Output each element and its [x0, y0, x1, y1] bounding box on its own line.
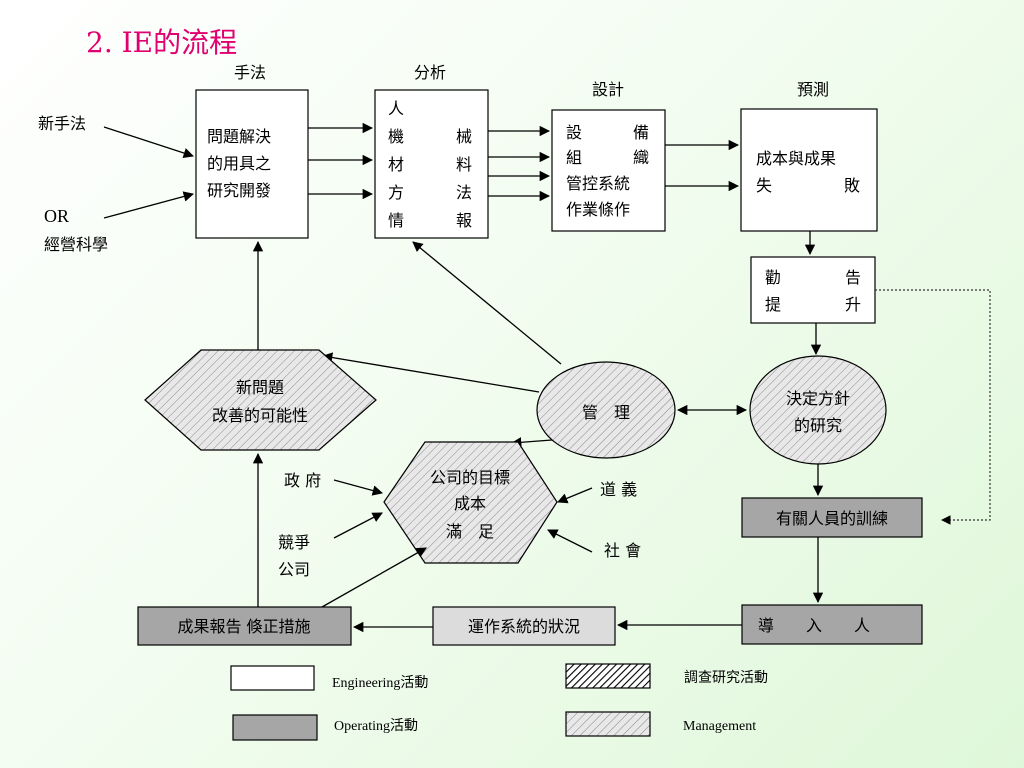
advise-line-1-left: 勸	[765, 268, 781, 287]
legend: Engineering活動 調查研究活動 Operating活動 Managem…	[230, 663, 768, 741]
legend-management-swatch	[565, 711, 651, 737]
design-line-2-right: 織	[633, 148, 649, 167]
design-line-1-left: 設	[566, 123, 582, 142]
analysis-line-2-right: 械	[456, 127, 472, 146]
legend-research-swatch	[565, 663, 651, 689]
analysis-line-5-right: 報	[456, 211, 472, 230]
header-design: 設計	[592, 80, 624, 99]
report-label: 成果報告 倏正措施	[177, 617, 310, 636]
analysis-line-1-left: 人	[388, 99, 404, 118]
advise-line-2-right: 升	[845, 295, 861, 314]
input-or: OR	[44, 206, 69, 226]
analysis-line-3-right: 料	[456, 155, 472, 174]
header-method: 手法	[234, 63, 266, 82]
header-analysis: 分析	[414, 63, 446, 82]
legend-operating-swatch	[232, 714, 318, 741]
management-ellipse: 管 理	[536, 361, 676, 459]
method-box: 問題解決 的用具之 研究開發	[195, 89, 309, 239]
legend-engineering-label: Engineering活動	[332, 675, 428, 691]
design-line-2-left: 組	[566, 148, 582, 167]
advise-line-1-right: 告	[845, 268, 861, 287]
design-box: 設 備 組 織 管控系統 作業條作	[551, 109, 666, 232]
operation-status-label: 運作系統的狀況	[468, 617, 580, 636]
design-line-1-right: 備	[633, 123, 649, 142]
influence-competitor-line-1: 競爭	[278, 533, 310, 552]
introduce-label: 導 入 人	[758, 616, 870, 635]
legend-management-label: Management	[683, 719, 756, 734]
forecast-box: 成本與成果 失 敗	[740, 108, 878, 232]
forecast-line-2-right: 敗	[844, 176, 860, 195]
influence-government: 政 府	[284, 471, 321, 490]
design-line-3: 管控系統	[566, 174, 630, 193]
header-forecast: 預測	[797, 80, 829, 99]
legend-operating-label: Operating活動	[334, 718, 418, 734]
method-line-1: 問題解決	[207, 127, 271, 146]
influence-society: 社 會	[604, 541, 641, 560]
introduce-box: 導 入 人	[741, 604, 923, 645]
training-label: 有關人員的訓練	[776, 509, 888, 528]
analysis-line-4-left: 方	[388, 183, 404, 202]
method-line-2: 的用具之	[207, 154, 271, 173]
management-label: 管 理	[582, 403, 630, 422]
input-management-science: 經營科學	[44, 235, 108, 254]
legend-engineering-swatch	[230, 665, 315, 691]
policy-research-ellipse: 決定方針 的研究	[749, 355, 887, 465]
forecast-line-1: 成本與成果	[756, 149, 836, 168]
forecast-line-2-left: 失	[756, 176, 772, 195]
design-line-4: 作業條作	[566, 200, 630, 219]
analysis-box: 人 機 械 材 料 方 法 情 報	[374, 89, 489, 239]
analysis-line-5-left: 情	[388, 211, 404, 230]
new-problem-line-1: 新問題	[236, 378, 284, 397]
goal-line-3: 滿 足	[446, 522, 494, 541]
training-box: 有關人員的訓練	[741, 497, 923, 538]
influence-ethics: 道 義	[600, 480, 637, 499]
goal-line-1: 公司的目標	[430, 468, 510, 487]
advise-line-2-left: 提	[765, 295, 781, 314]
page-title: 2. IE的流程	[86, 26, 237, 59]
legend-research-label: 調查研究活動	[684, 670, 768, 686]
input-new-method: 新手法	[38, 114, 86, 133]
operation-status-box: 運作系統的狀況	[432, 606, 616, 646]
advise-box: 勸 告 提 升	[750, 256, 876, 324]
method-line-3: 研究開發	[207, 181, 271, 200]
report-box: 成果報告 倏正措施	[137, 606, 352, 646]
company-goal-hexagon: 公司的目標 成本 滿 足	[383, 441, 558, 564]
decision-line-1: 決定方針	[786, 389, 850, 408]
analysis-line-4-right: 法	[456, 183, 472, 202]
new-problem-line-2: 改善的可能性	[212, 406, 308, 425]
analysis-line-3-left: 材	[388, 155, 404, 174]
new-problem-hexagon: 新問題 改善的可能性	[144, 349, 377, 451]
influence-competitor-line-2: 公司	[278, 560, 310, 579]
analysis-line-2-left: 機	[388, 127, 404, 146]
goal-line-2: 成本	[454, 494, 486, 513]
decision-line-2: 的研究	[794, 416, 842, 435]
